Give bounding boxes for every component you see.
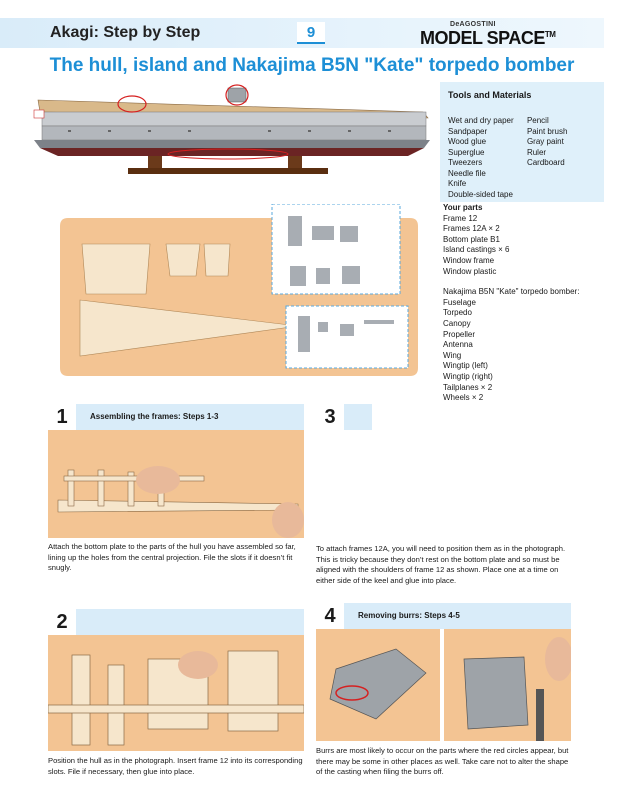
step-3-number: 3 xyxy=(316,404,344,430)
step-1-number: 1 xyxy=(48,404,76,430)
tool-item: Paint brush xyxy=(526,126,568,136)
part-item: Bottom plate B1 xyxy=(443,234,500,244)
bomber-part-item: Fuselage xyxy=(443,297,476,307)
parts-illustration xyxy=(60,203,418,376)
step-2-text: Position the hull as in the photograph. … xyxy=(48,756,303,776)
step-2-header: 2 xyxy=(48,609,304,635)
step-2-photo xyxy=(48,635,304,751)
parts-heading: Your parts xyxy=(443,203,483,212)
part-item: Window frame xyxy=(443,255,495,265)
tool-item: Pencil xyxy=(526,116,549,125)
series-title: Akagi: Step by Step xyxy=(50,24,201,41)
bomber-part-item: Tailplanes × 2 xyxy=(443,382,493,392)
step-4-left-illustration xyxy=(329,648,427,720)
tool-item: Knife xyxy=(448,179,467,188)
parts-list: Your parts Frame 12 Frames 12A × 2 Botto… xyxy=(443,203,608,404)
step-3-text: To attach frames 12A, you will need to p… xyxy=(316,544,566,585)
tool-item: Needle file xyxy=(448,168,486,178)
frame-12a-label: 12A xyxy=(428,509,441,516)
step-1-photo xyxy=(48,430,304,538)
part-item: Frame 12 xyxy=(443,213,478,223)
tools-materials-box: Tools and Materials Wet and dry paper Sa… xyxy=(440,82,604,202)
ship-model-photo xyxy=(28,82,438,194)
tool-item: Tweezers xyxy=(448,158,483,167)
tool-item: Wood glue xyxy=(448,137,487,146)
bomber-part-item: Torpedo xyxy=(443,308,472,318)
step-4-photo-right xyxy=(444,629,571,741)
bomber-part-item: Wheels × 2 xyxy=(443,393,484,403)
tool-item: Ruler xyxy=(526,147,547,157)
issue-number: 9 xyxy=(297,22,325,44)
publisher-name: DeAGOSTINI xyxy=(450,21,496,28)
ship-illustration xyxy=(33,84,430,174)
step-1-header: 1 Assembling the frames: Steps 1-3 xyxy=(48,404,304,430)
bomber-part-item: Antenna xyxy=(443,340,473,350)
tools-column-1: Wet and dry paper Sandpaper Wood glue Su… xyxy=(448,116,527,200)
step-1-text: Attach the bottom plate to the parts of … xyxy=(48,542,296,572)
step-4-label: Removing burrs: Steps 4-5 xyxy=(358,611,460,620)
step-4-number: 4 xyxy=(316,603,344,629)
part-item: Island castings × 6 xyxy=(443,245,510,255)
part-item: Window plastic xyxy=(443,266,497,276)
step-3-header: 3 xyxy=(316,404,372,430)
step-1-label: Assembling the frames: Steps 1-3 xyxy=(90,412,219,421)
bomber-part-item: Canopy xyxy=(443,318,471,328)
step-4-header: 4 Removing burrs: Steps 4-5 xyxy=(316,603,571,629)
step-2-illustration xyxy=(48,650,304,746)
frame-14-label: 14 xyxy=(544,459,552,466)
frame-13-label: 13 xyxy=(510,479,518,486)
trademark-mark: TM xyxy=(544,30,556,39)
step-4-right-illustration xyxy=(463,637,571,741)
tool-item: Superglue xyxy=(448,147,485,157)
tool-item: Gray paint xyxy=(526,137,564,146)
tools-title: Tools and Materials xyxy=(448,90,532,100)
tool-item: Cardboard xyxy=(526,158,565,167)
tools-column-2: Pencil Paint brush Gray paint Ruler Card… xyxy=(527,116,596,200)
tool-item: Sandpaper xyxy=(448,126,488,136)
brand-name: MODEL SPACE xyxy=(420,28,545,48)
bomber-heading: Nakajima B5N "Kate" torpedo bomber: xyxy=(443,287,580,297)
bomber-part-item: Wingtip (left) xyxy=(443,361,488,371)
step-4-text: Burrs are most likely to occur on the pa… xyxy=(316,746,569,776)
bomber-part-item: Propeller xyxy=(443,329,476,339)
tool-item: Double-sided tape xyxy=(448,189,513,199)
tool-item: Wet and dry paper xyxy=(448,116,514,125)
page-title: The hull, island and Nakajima B5N "Kate"… xyxy=(49,55,575,76)
step-4-photo-left xyxy=(316,629,440,741)
step-1-illustration xyxy=(57,466,304,538)
step-2-number: 2 xyxy=(48,609,76,635)
parts-photo xyxy=(50,203,420,376)
part-item: Frames 12A × 2 xyxy=(443,224,500,234)
bomber-part-item: Wingtip (right) xyxy=(443,371,493,381)
brand-logo: MODEL SPACETM xyxy=(420,28,556,49)
bomber-part-item: Wing xyxy=(443,350,462,360)
